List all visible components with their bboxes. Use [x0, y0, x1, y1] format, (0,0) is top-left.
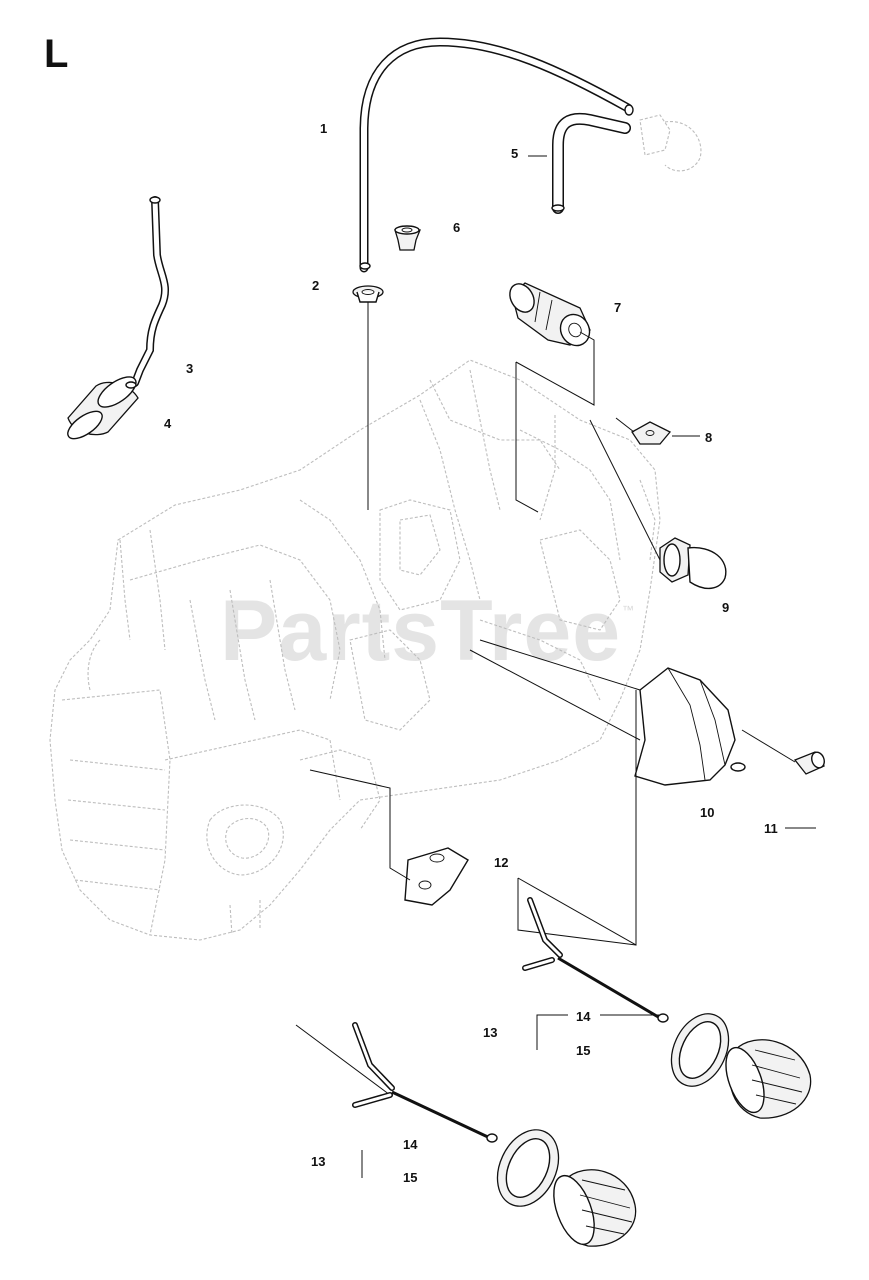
callout-14-lower[interactable]: 14	[403, 1137, 418, 1152]
watermark-trademark: ™	[622, 603, 634, 617]
fuel-filter-part-4	[67, 376, 139, 440]
primer-ghost	[639, 114, 702, 172]
oil-cap-assembly-lower	[295, 1022, 637, 1247]
crankcase-ghost	[49, 359, 661, 941]
callout-11[interactable]: 11	[764, 821, 778, 836]
cover-part-10	[634, 667, 746, 786]
callout-9[interactable]: 9	[722, 600, 730, 615]
callout-3[interactable]: 3	[186, 361, 194, 376]
clip-nut-part-8	[615, 417, 700, 445]
grommet-part-2	[352, 285, 384, 510]
oil-cap-assembly-upper	[522, 897, 812, 1119]
callout-14-upper[interactable]: 14	[576, 1009, 591, 1024]
fuel-hose-part-1	[359, 37, 634, 273]
section-letter: L	[44, 32, 69, 76]
watermark-text: PartsTree	[220, 583, 622, 679]
primer-bulb-part-9	[659, 537, 727, 589]
elbow-hose-part-5	[551, 112, 631, 214]
callout-7[interactable]: 7	[614, 300, 622, 315]
callout-6[interactable]: 6	[453, 220, 461, 235]
callout-15-lower[interactable]: 15	[403, 1170, 418, 1185]
suction-hose-part-3	[131, 196, 170, 387]
callout-5[interactable]: 5	[511, 146, 519, 161]
screw-part-11	[741, 729, 825, 829]
grommet-part-6	[394, 225, 421, 251]
assembly-lines	[309, 155, 661, 946]
callout-8[interactable]: 8	[705, 430, 713, 445]
valve-part-7	[509, 282, 591, 347]
callout-13-upper[interactable]: 13	[483, 1025, 498, 1040]
callout-2[interactable]: 2	[312, 278, 320, 293]
callout-4[interactable]: 4	[164, 416, 172, 431]
callout-10[interactable]: 10	[700, 805, 715, 820]
callout-1[interactable]: 1	[320, 121, 328, 136]
callout-12[interactable]: 12	[494, 855, 509, 870]
callout-13-lower[interactable]: 13	[311, 1154, 326, 1169]
callout-15-upper[interactable]: 15	[576, 1043, 591, 1058]
bracket-12-ghost	[404, 847, 469, 906]
